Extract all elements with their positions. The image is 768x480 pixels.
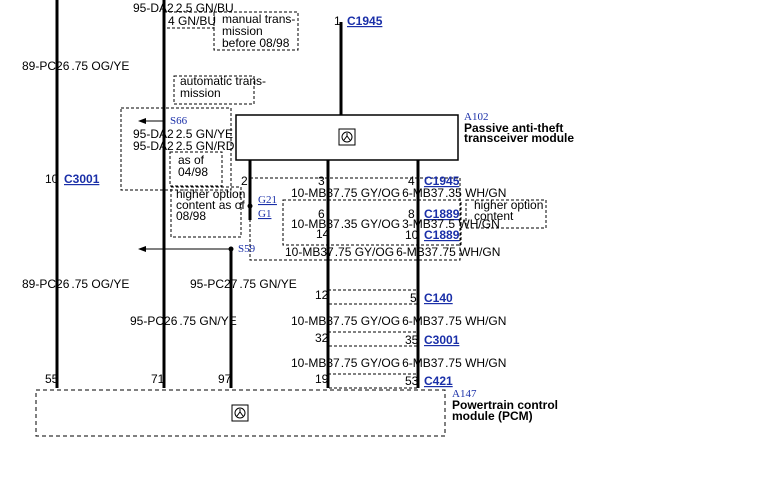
pin-c1889-a: 8 <box>408 207 415 221</box>
pcm-module-name-2: module (PCM) <box>452 409 533 423</box>
pats-module-name-2: transceiver module <box>464 131 574 145</box>
connector-c3001-left[interactable]: C3001 <box>64 172 100 186</box>
pcm-pin-97: 97 <box>218 372 232 386</box>
s59-arrow <box>138 246 146 252</box>
pats-module-name-1: Passive anti-theft <box>464 121 563 135</box>
mid-band-3 <box>327 373 419 389</box>
pin-r2-left-b: 14 <box>316 227 330 241</box>
s59-dot <box>228 246 234 252</box>
pin-c3001-left: 10 <box>45 172 59 186</box>
pcm-module-name-1: Powertrain control <box>452 398 558 412</box>
note-higher-left: higher option content as of 08/98 <box>176 187 249 223</box>
s66-arrow <box>138 118 146 124</box>
pcm-pin-19: 19 <box>315 372 329 386</box>
wire-label-89-pc26-lower: 89-PC26.75 OG/YE <box>22 277 129 291</box>
pin-r2-left-a: 6 <box>318 207 325 221</box>
manual-note-box <box>213 11 299 51</box>
connector-c140[interactable]: C140 <box>424 291 453 305</box>
wire-label-95-pc26: 95-PC26.75 GN/YE <box>130 314 237 328</box>
wire-label-89-pc26-top: 89-PC26.75 OG/YE <box>22 59 129 73</box>
pin-c1889-b: 10 <box>405 228 419 242</box>
connector-c421[interactable]: C421 <box>424 374 453 388</box>
ground-g21[interactable]: G21 <box>258 194 277 206</box>
pats-module-icon <box>338 128 356 146</box>
note-automatic: automatic trans- mission <box>180 74 269 100</box>
mid-band-1 <box>327 289 419 305</box>
pin-c1945-mid: 4 <box>408 174 415 188</box>
option-band-inner <box>282 199 462 246</box>
mid-band-2 <box>327 331 419 347</box>
wire-label-95-pc27: 95-PC27.75 GN/YE <box>190 277 297 291</box>
note-higher-right: higher option content <box>474 198 547 223</box>
pin-12: 12 <box>315 288 329 302</box>
manual-wire-box <box>163 11 215 29</box>
pin-c3001-right: 35 <box>405 333 419 347</box>
pcm-module-icon <box>231 404 249 422</box>
pin-c1945-top: 1 <box>334 14 341 28</box>
pin-c140: 5 <box>410 291 417 305</box>
pats-pin-2: 2 <box>241 174 248 188</box>
pats-module-id[interactable]: A102 <box>464 111 488 123</box>
note-asof: as of 04/98 <box>178 153 208 179</box>
higher-right-box <box>465 199 547 229</box>
connector-c1889-a[interactable]: C1889 <box>424 207 460 221</box>
pcm-pin-55: 55 <box>45 372 59 386</box>
connector-c1945-top[interactable]: C1945 <box>347 14 383 28</box>
splice-s66[interactable]: S66 <box>170 115 188 127</box>
option-band-box <box>249 177 461 261</box>
pin-c421: 53 <box>405 374 419 388</box>
ground-g1[interactable]: G1 <box>258 208 271 220</box>
pcm-pin-71: 71 <box>151 372 165 386</box>
pin-32: 32 <box>315 331 329 345</box>
pcm-module-id[interactable]: A147 <box>452 388 477 400</box>
s66-box <box>120 107 232 191</box>
connector-c1889-b[interactable]: C1889 <box>424 228 460 242</box>
wire-label-95-da2-sub: 4 GN/BU <box>168 14 216 28</box>
connector-c3001-right[interactable]: C3001 <box>424 333 460 347</box>
asof-box <box>169 151 223 187</box>
auto-note-box <box>173 75 255 105</box>
higher-left-box <box>170 186 242 238</box>
pats-pin-3: 3 <box>318 174 325 188</box>
connector-c1945-mid[interactable]: C1945 <box>424 174 460 188</box>
splice-s59[interactable]: S59 <box>238 243 256 255</box>
note-manual: manual trans- mission before 08/98 <box>222 12 299 50</box>
